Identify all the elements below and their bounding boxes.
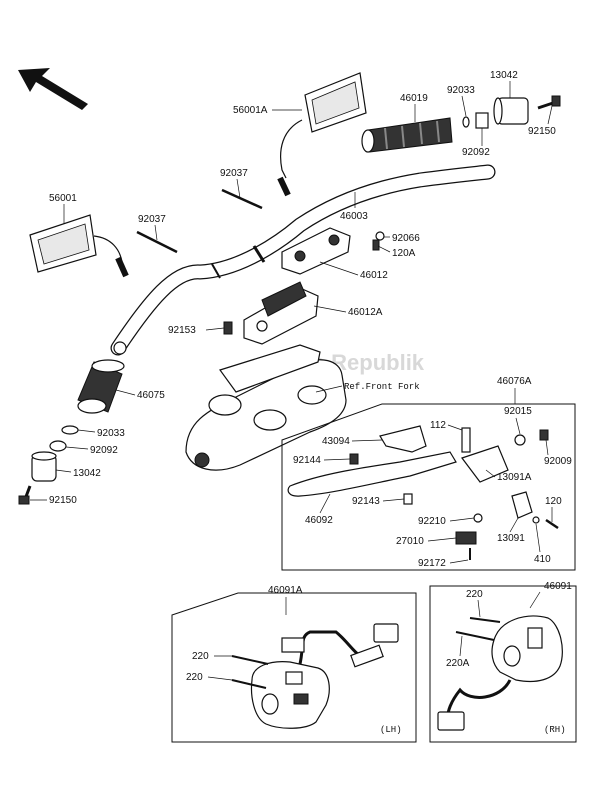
label-lh: (LH) [380,725,402,735]
label-92033-lower: 92033 [97,428,125,439]
label-92150-lower: 92150 [49,495,77,506]
mirror-right [277,72,367,197]
label-ref-front-fork: Ref.Front Fork [344,382,420,392]
label-13091: 13091 [497,533,525,544]
label-46019: 46019 [400,93,428,104]
label-46092: 46092 [305,515,333,526]
direction-arrow-icon [18,68,88,110]
label-92092-lower: 92092 [90,445,118,456]
label-220-lh-upper: 220 [192,651,209,662]
grip-left [77,359,125,414]
label-220-rh: 220 [466,589,483,600]
switch-housing-right-group: 46091 220 220A (RH) [429,581,577,743]
label-92153: 92153 [168,325,196,336]
bar-end-left [31,451,57,482]
label-46012a: 46012A [348,307,383,318]
mirror-left [29,214,129,278]
label-92033-upper: 92033 [447,85,475,96]
label-92150-upper: 92150 [528,126,556,137]
label-92037-lower: 92037 [138,214,166,225]
label-13042-lower: 13042 [73,468,101,479]
label-92037-upper: 92037 [220,168,248,179]
label-46091a: 46091A [268,585,303,596]
label-92144: 92144 [293,455,321,466]
label-56001a: 56001A [233,105,268,116]
label-120: 120 [545,496,562,507]
bar-end-right [493,97,529,125]
grip-right [361,117,453,153]
label-27010: 27010 [396,536,424,547]
label-92172: 92172 [418,558,446,569]
label-46003: 46003 [340,211,368,222]
label-92210: 92210 [418,516,446,527]
label-92066: 92066 [392,233,420,244]
holder-upper [281,227,351,275]
label-43094: 43094 [322,436,350,447]
label-92143: 92143 [352,496,380,507]
label-56001: 56001 [49,193,77,204]
label-rh: (RH) [544,725,566,735]
label-46076a: 46076A [497,376,532,387]
label-13042-upper: 13042 [490,70,518,81]
label-112: 112 [430,420,446,431]
label-46012: 46012 [360,270,388,281]
holder-lower [243,281,319,345]
label-92015: 92015 [504,406,532,417]
label-220a: 220A [446,658,470,669]
handlebar [110,164,496,356]
label-120a: 120A [392,248,416,259]
switch-housing-left-group: 46091A 220 220 (LH) [171,585,417,743]
label-92092-upper: 92092 [462,147,490,158]
label-46091: 46091 [544,581,572,592]
label-13091a: 13091A [497,472,532,483]
label-92009: 92009 [544,456,572,467]
clutch-lever-group: 46076A 43094 112 92015 92009 92144 13091… [281,376,576,571]
steering-stem-head [185,344,347,471]
label-410: 410 [534,554,551,565]
label-46075: 46075 [137,390,165,401]
label-220-lh-lower: 220 [186,672,203,683]
